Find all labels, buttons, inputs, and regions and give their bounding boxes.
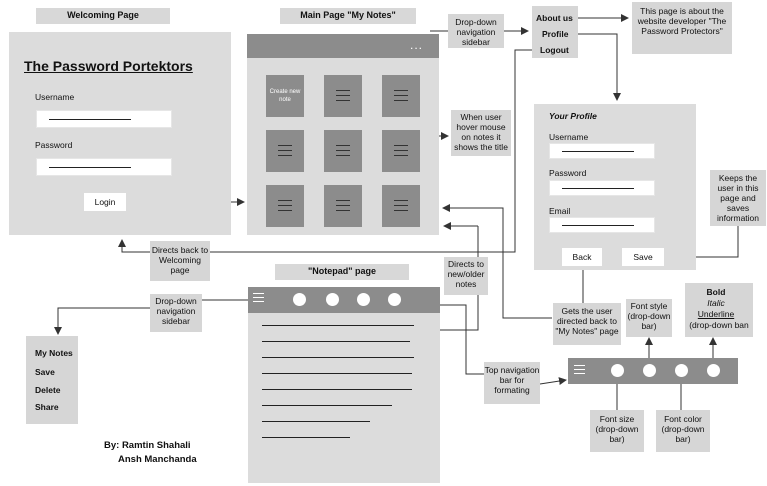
about-page-note: This page is about the website developer…: [632, 2, 732, 54]
nav-item-logout[interactable]: Logout: [540, 45, 569, 55]
line-notepad-to-topnav: [440, 304, 484, 375]
font-color-dot-icon[interactable]: [675, 364, 688, 377]
directs-notes-note: Directs to new/older notes: [444, 257, 488, 295]
password-field-line: [49, 167, 131, 168]
notepad-topbar: [248, 287, 440, 313]
note-tile[interactable]: [324, 130, 362, 172]
dropdown-nav-note: Drop-down navigation sidebar: [448, 14, 504, 48]
format-dropdown-label: (drop-down ban: [689, 320, 749, 330]
dropdown-nav-note-2: Drop-down navigation sidebar: [150, 294, 202, 332]
profile-email-line: [562, 225, 634, 226]
profile-save-button[interactable]: Save: [622, 248, 664, 266]
credits-line-2: Ansh Manchanda: [118, 454, 197, 465]
note-tile[interactable]: [266, 185, 304, 227]
sidebar-item-share[interactable]: Share: [35, 402, 59, 412]
font-size-dot-icon[interactable]: [611, 364, 624, 377]
profile-username-label: Username: [549, 132, 589, 142]
create-note-tile[interactable]: Create new note: [266, 75, 304, 117]
format-options-note: [685, 283, 753, 337]
sidebar-item-save[interactable]: Save: [35, 367, 55, 377]
font-size-note: Font size (drop-down bar): [590, 410, 644, 452]
notepad-text-lines: [262, 325, 422, 438]
more-menu-icon[interactable]: ...: [410, 38, 424, 52]
format-underline: Underline: [697, 309, 735, 319]
keeps-user-note: Keeps the user in this page and saves in…: [710, 170, 766, 226]
font-style-dot-icon[interactable]: [643, 364, 656, 377]
username-field[interactable]: [36, 110, 172, 128]
note-tile[interactable]: [382, 130, 420, 172]
directs-back-note: Directs back to Welcoming page: [150, 241, 210, 281]
font-color-note: Font color (drop-down bar): [656, 410, 710, 452]
notepad-page-header: "Notepad" page: [275, 264, 409, 280]
notepad-frame: [248, 287, 440, 483]
note-tile[interactable]: [266, 130, 304, 172]
note-tile[interactable]: [324, 185, 362, 227]
login-button[interactable]: Login: [84, 193, 126, 211]
format-bold: Bold: [706, 287, 726, 297]
create-note-label: Create new note: [269, 89, 301, 103]
nav-menu: [532, 6, 578, 58]
toolbar-dot-icon[interactable]: [388, 293, 401, 306]
hover-note: When user hover mouse on notes it shows …: [451, 110, 511, 156]
profile-password-line: [562, 188, 634, 189]
format-italic: Italic: [707, 298, 725, 308]
profile-username-line: [562, 151, 634, 152]
sidebar-menu: [26, 336, 78, 424]
toolbar-dot-icon[interactable]: [357, 293, 370, 306]
password-field[interactable]: [36, 158, 172, 176]
nav-item-about[interactable]: About us: [536, 13, 573, 23]
arrow-to-sidebar: [54, 307, 150, 335]
welcome-title: The Password Portektors: [24, 58, 193, 74]
note-tile[interactable]: [324, 75, 362, 117]
username-label: Username: [35, 92, 75, 102]
arrow-topnav-to-toolbar: [539, 377, 567, 386]
profile-title: Your Profile: [549, 111, 597, 121]
toolbar-dot-icon[interactable]: [293, 293, 306, 306]
note-tile[interactable]: [382, 185, 420, 227]
hamburger-menu-icon[interactable]: [253, 293, 264, 302]
top-nav-note: Top navigation bar for formating: [484, 362, 540, 404]
sidebar-item-my-notes[interactable]: My Notes: [35, 348, 73, 358]
welcome-page-header: Welcoming Page: [36, 8, 170, 24]
sidebar-item-delete[interactable]: Delete: [35, 385, 61, 395]
gets-user-note: Gets the user directed back to "My Notes…: [553, 303, 621, 345]
arrow-back-to-main: [442, 204, 552, 319]
nav-item-profile[interactable]: Profile: [542, 29, 569, 39]
note-tile[interactable]: [382, 75, 420, 117]
profile-back-button[interactable]: Back: [562, 248, 602, 266]
arrow-logout-to-welcome: [118, 49, 532, 253]
font-style-note: Font style (drop-down bar): [626, 299, 672, 337]
username-field-line: [49, 119, 131, 120]
profile-username-field[interactable]: [549, 143, 655, 159]
main-page-topbar: [247, 34, 439, 58]
toolbar-dot-icon[interactable]: [326, 293, 339, 306]
profile-password-field[interactable]: [549, 180, 655, 196]
profile-email-field[interactable]: [549, 217, 655, 233]
arrow-profile: [578, 33, 621, 101]
profile-password-label: Password: [549, 168, 587, 178]
format-hamburger-icon[interactable]: [574, 365, 585, 374]
format-dot-icon[interactable]: [707, 364, 720, 377]
password-label: Password: [35, 140, 73, 150]
credits-line-1: By: Ramtin Shahali: [104, 440, 191, 451]
profile-email-label: Email: [549, 206, 571, 216]
main-page-header: Main Page "My Notes": [280, 8, 416, 24]
